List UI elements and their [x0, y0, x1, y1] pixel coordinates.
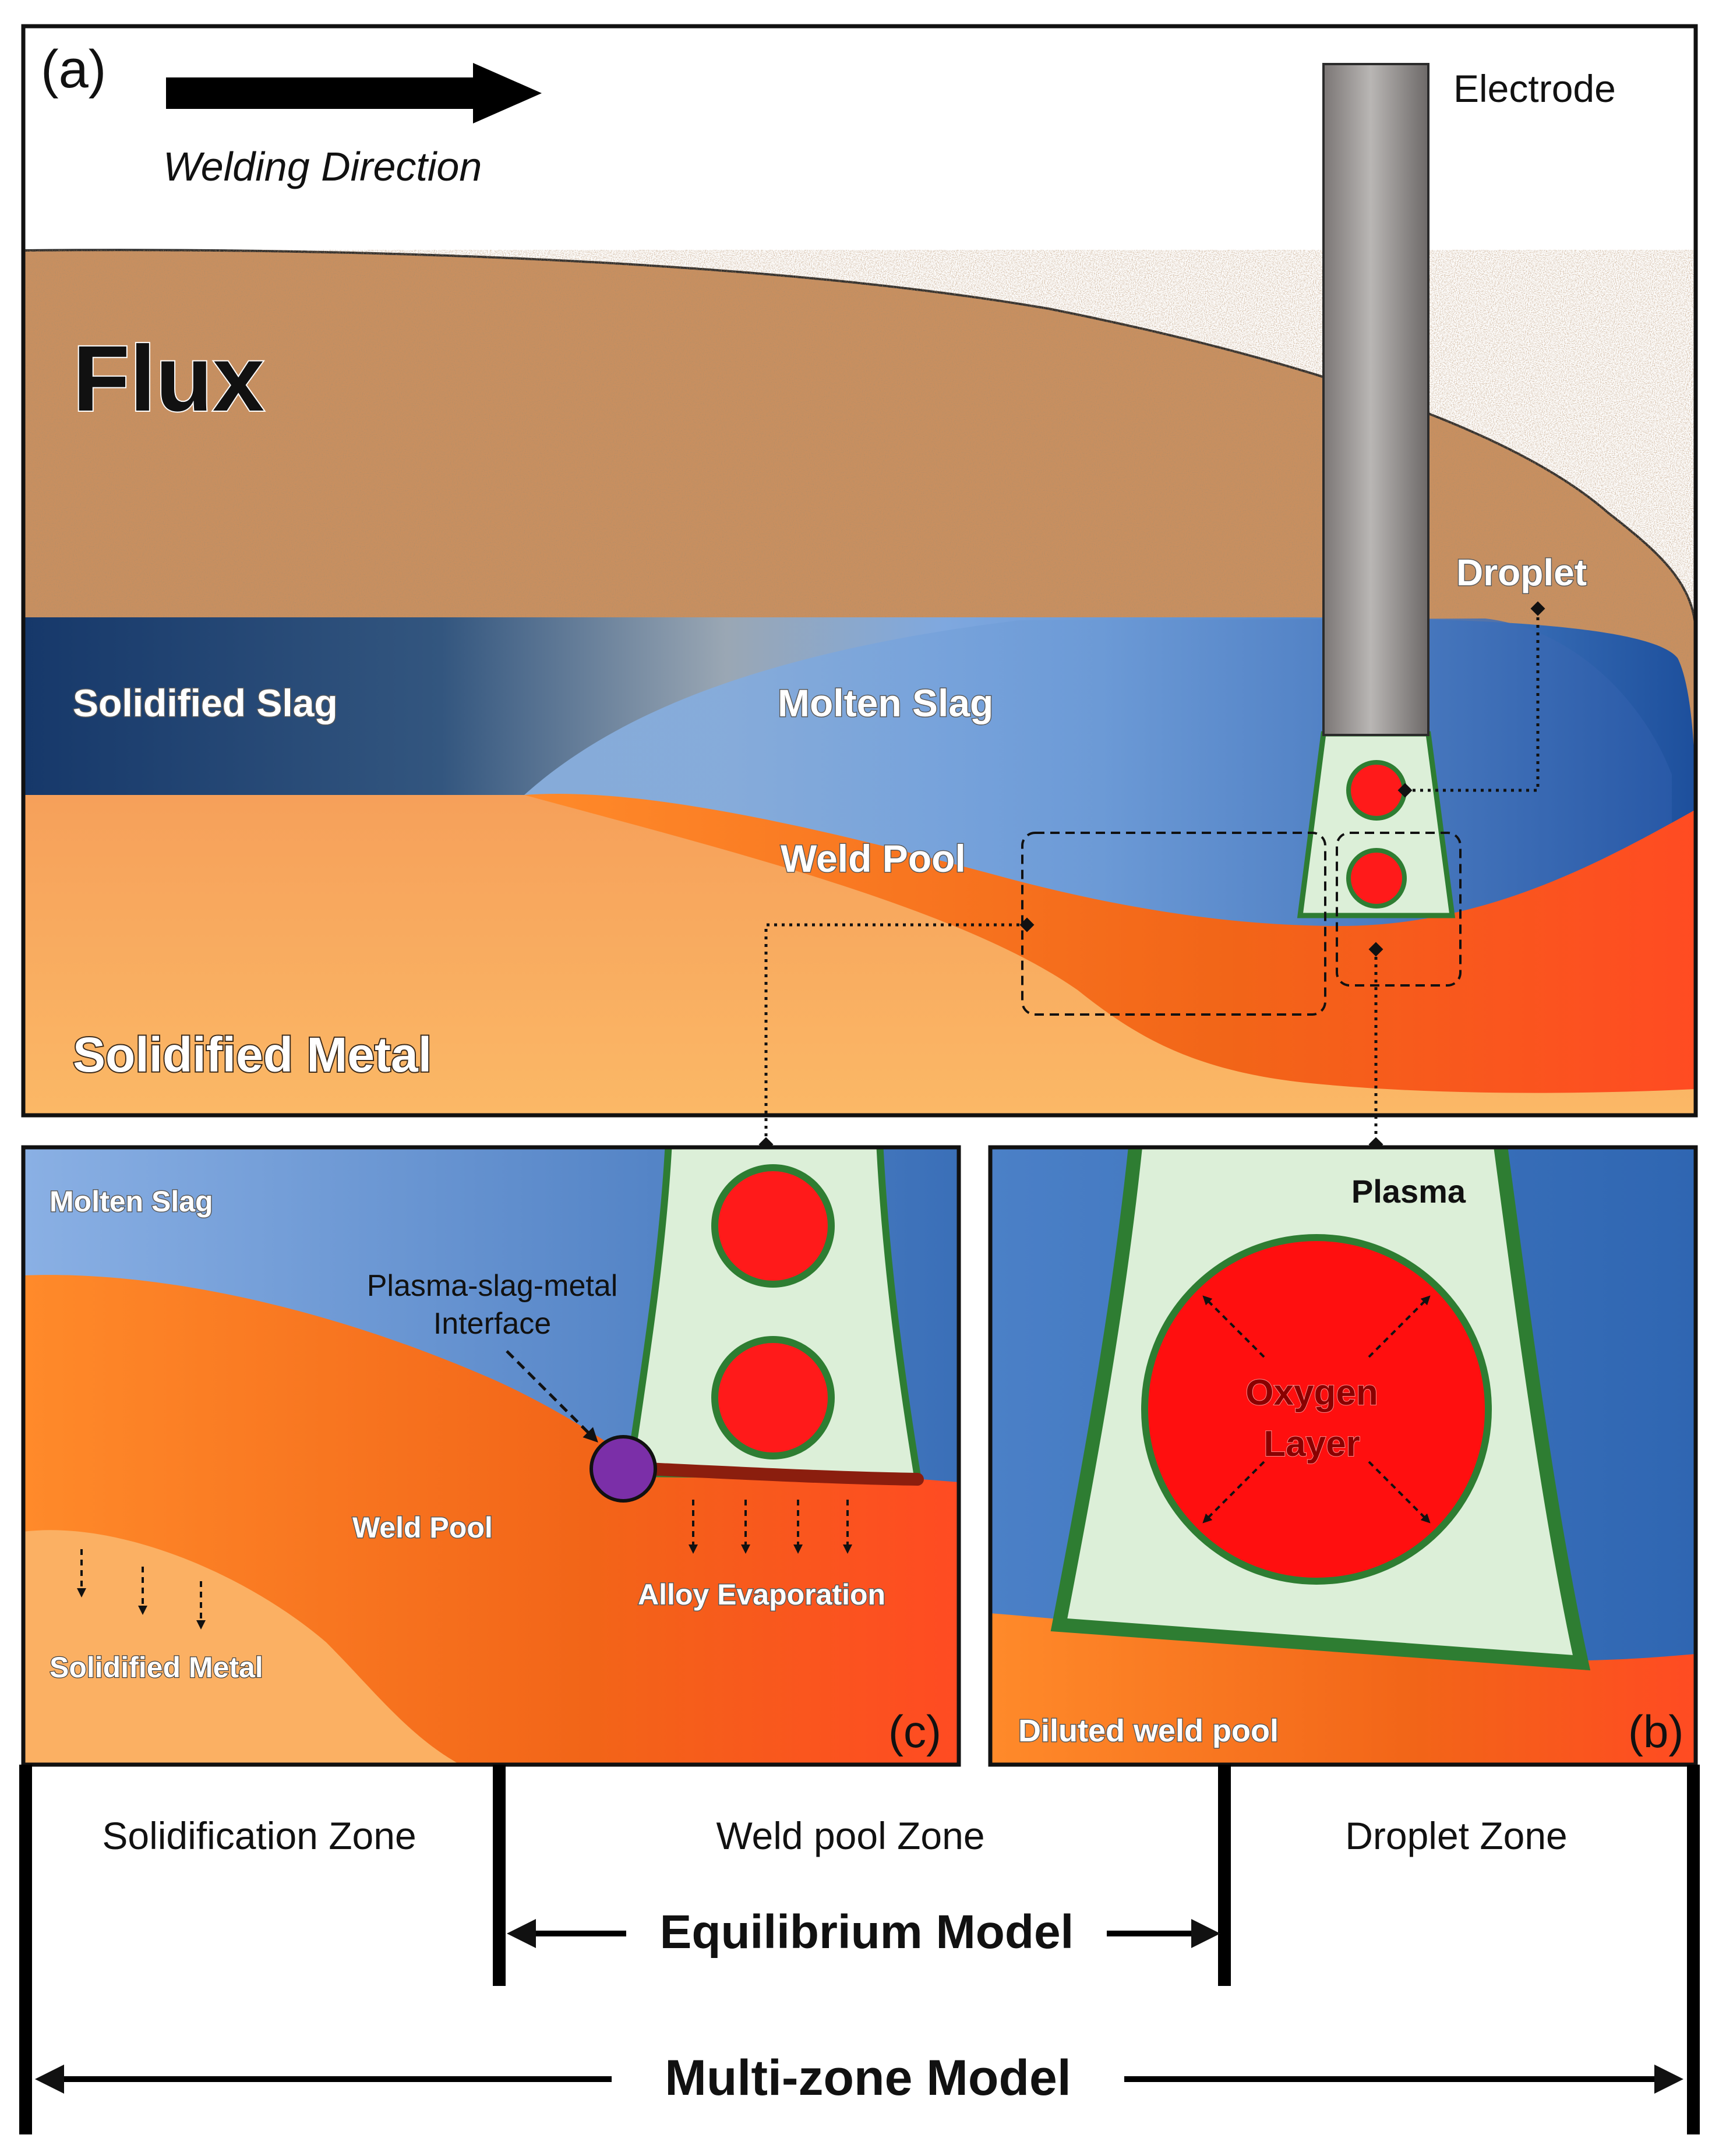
panel-b-frame — [988, 1145, 1698, 1767]
alloy-evaporation-label: Alloy Evaporation — [638, 1578, 885, 1611]
panel-c-tag: (c) — [888, 1706, 941, 1757]
molten-slag-label: Molten Slag — [778, 681, 993, 724]
panel-a: (a) Welding Direction Electrode Flux Dro… — [21, 24, 1698, 1152]
interface-line — [640, 1462, 924, 1486]
weld-pool-label-c: Weld Pool — [352, 1511, 493, 1544]
electrode-rod — [1322, 63, 1429, 736]
interface-pointer-arrow — [506, 1350, 598, 1443]
plasma-label: Plasma — [1351, 1173, 1466, 1210]
panel-c: Molten Slag Plasma-slag-metal Interface … — [21, 1145, 961, 1767]
interface-label-line1: Plasma-slag-metal — [367, 1269, 618, 1303]
equilibrium-model-label: Equilibrium Model — [660, 1906, 1074, 1959]
electrode-label: Electrode — [1453, 67, 1616, 110]
droplet-lower — [1346, 848, 1407, 909]
solidification-arrows — [77, 1549, 206, 1630]
interface-label-line2: Interface — [433, 1307, 551, 1341]
panel-b: Plasma Oxygen Layer Diluted weld pool (b… — [988, 1145, 1698, 1767]
panel-a-tag: (a) — [41, 40, 106, 99]
solidified-slag-label: Solidified Slag — [73, 681, 338, 724]
weld-pool-region — [524, 793, 1696, 1093]
diluted-weld-pool-label: Diluted weld pool — [1018, 1713, 1279, 1748]
oxygen-label-line1: Oxygen — [1245, 1373, 1378, 1413]
droplet-zone-label: Droplet Zone — [1345, 1814, 1568, 1857]
oxygen-label-line2: Layer — [1263, 1424, 1360, 1464]
panel-c-frame — [21, 1145, 961, 1767]
zone-legend: Solidification Zone Weld pool Zone Dropl… — [19, 1765, 1700, 2134]
evaporation-arrows — [689, 1500, 852, 1554]
welding-direction-arrow — [166, 63, 542, 123]
droplet-c-lower — [711, 1336, 835, 1459]
molten-slag-label-c: Molten Slag — [50, 1185, 213, 1218]
solidified-metal-label: Solidified Metal — [73, 1027, 432, 1082]
droplet-c-upper — [711, 1164, 835, 1288]
multizone-model-label: Multi-zone Model — [665, 2050, 1071, 2106]
diluted-weld-pool-region — [990, 1613, 1696, 1765]
flux-label: Flux — [73, 326, 264, 430]
droplet-label: Droplet — [1456, 552, 1587, 593]
solidified-metal-region-c — [23, 1530, 460, 1765]
weldpool-zone-label: Weld pool Zone — [716, 1814, 984, 1857]
interface-point-marker — [590, 1435, 657, 1503]
solidified-metal-label-c: Solidified Metal — [50, 1651, 263, 1684]
welding-direction-label: Welding Direction — [163, 144, 482, 189]
zoom-box-b — [1336, 832, 1462, 987]
panel-b-tag: (b) — [1628, 1706, 1683, 1757]
weld-pool-label: Weld Pool — [781, 837, 966, 880]
solidification-zone-label: Solidification Zone — [102, 1814, 416, 1857]
oxygen-diffusion-arrows — [1202, 1295, 1431, 1524]
droplet-upper — [1346, 760, 1407, 821]
